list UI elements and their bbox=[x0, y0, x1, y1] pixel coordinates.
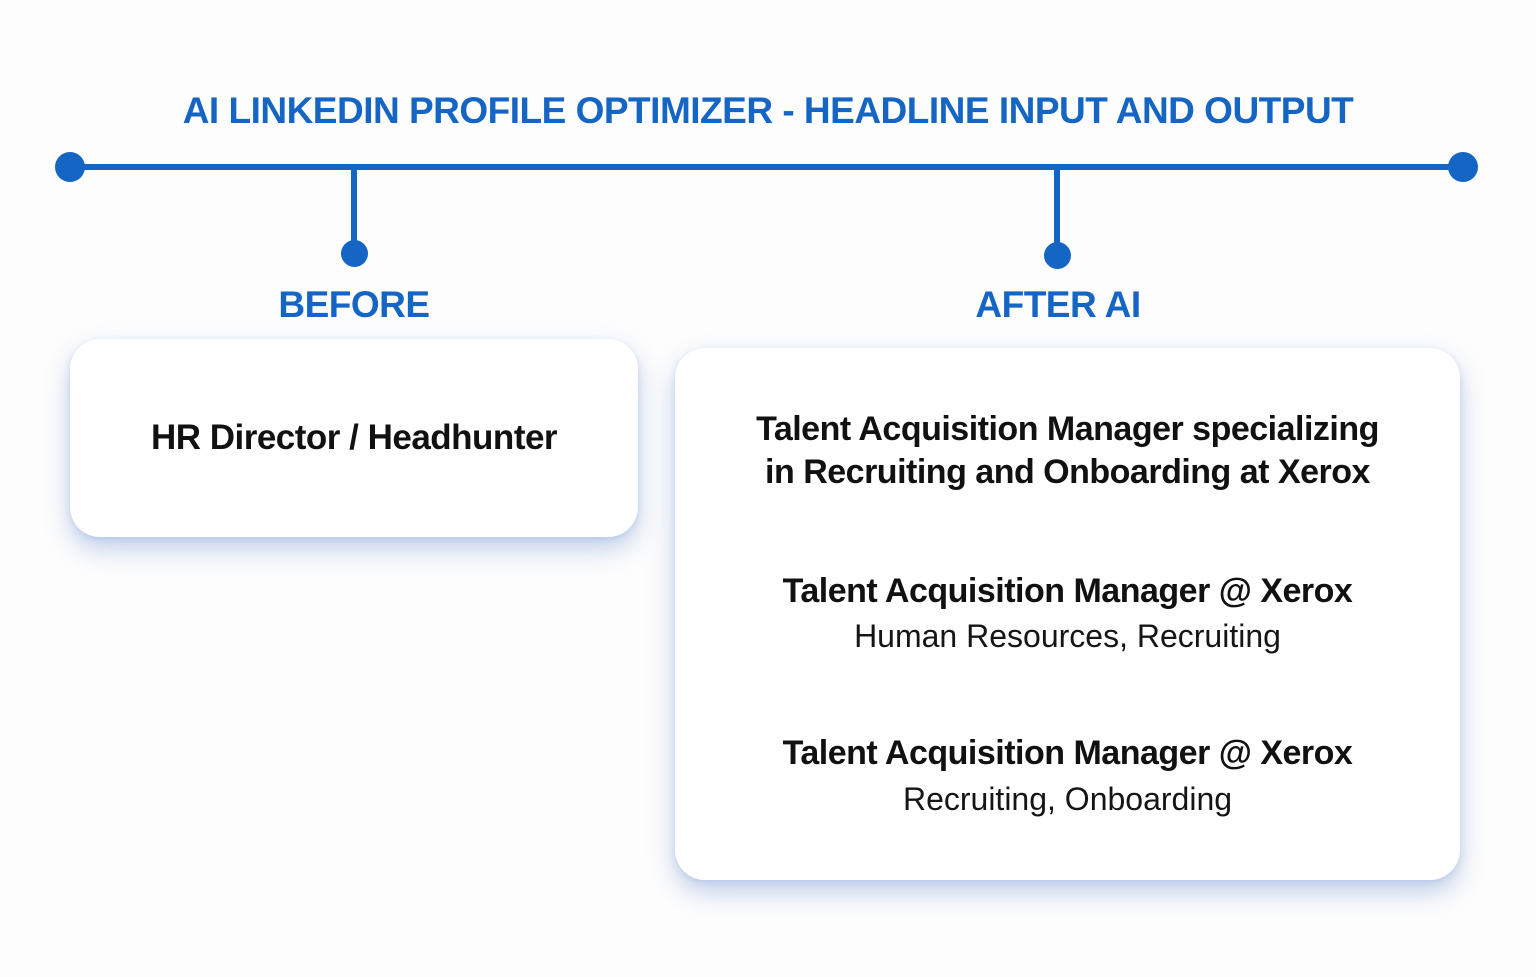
ai-suggestion-3: Talent Acquisition Manager @ Xerox Recru… bbox=[783, 732, 1353, 819]
ai-suggestion-1-headline: Talent Acquisition Manager specializing … bbox=[756, 410, 1379, 491]
timeline-horizontal-line bbox=[70, 164, 1463, 170]
before-branch-dot bbox=[341, 240, 368, 267]
ai-suggestion-2-subline: Human Resources, Recruiting bbox=[854, 618, 1281, 655]
ai-suggestion-2-headline: Talent Acquisition Manager @ Xerox bbox=[782, 571, 1353, 610]
timeline-right-endpoint-dot bbox=[1448, 152, 1478, 182]
before-headline-card: HR Director / Headhunter bbox=[70, 339, 638, 537]
before-branch-line bbox=[351, 167, 357, 247]
page-title: AI LINKEDIN PROFILE OPTIMIZER - HEADLINE… bbox=[182, 90, 1354, 131]
ai-suggestion-2: Talent Acquisition Manager @ Xerox Human… bbox=[783, 570, 1353, 657]
after-ai-headline-card: Talent Acquisition Manager specializing … bbox=[675, 348, 1460, 880]
ai-suggestion-3-headline: Talent Acquisition Manager @ Xerox bbox=[782, 734, 1353, 773]
after-branch-dot bbox=[1044, 242, 1071, 269]
after-ai-label: AFTER AI bbox=[975, 284, 1141, 325]
timeline-left-endpoint-dot bbox=[55, 152, 85, 182]
after-branch-line bbox=[1054, 167, 1060, 249]
before-headline-text: HR Director / Headhunter bbox=[150, 418, 558, 457]
ai-suggestion-1: Talent Acquisition Manager specializing … bbox=[756, 408, 1379, 494]
ai-suggestion-3-subline: Recruiting, Onboarding bbox=[902, 781, 1233, 818]
before-label: BEFORE bbox=[278, 284, 430, 325]
